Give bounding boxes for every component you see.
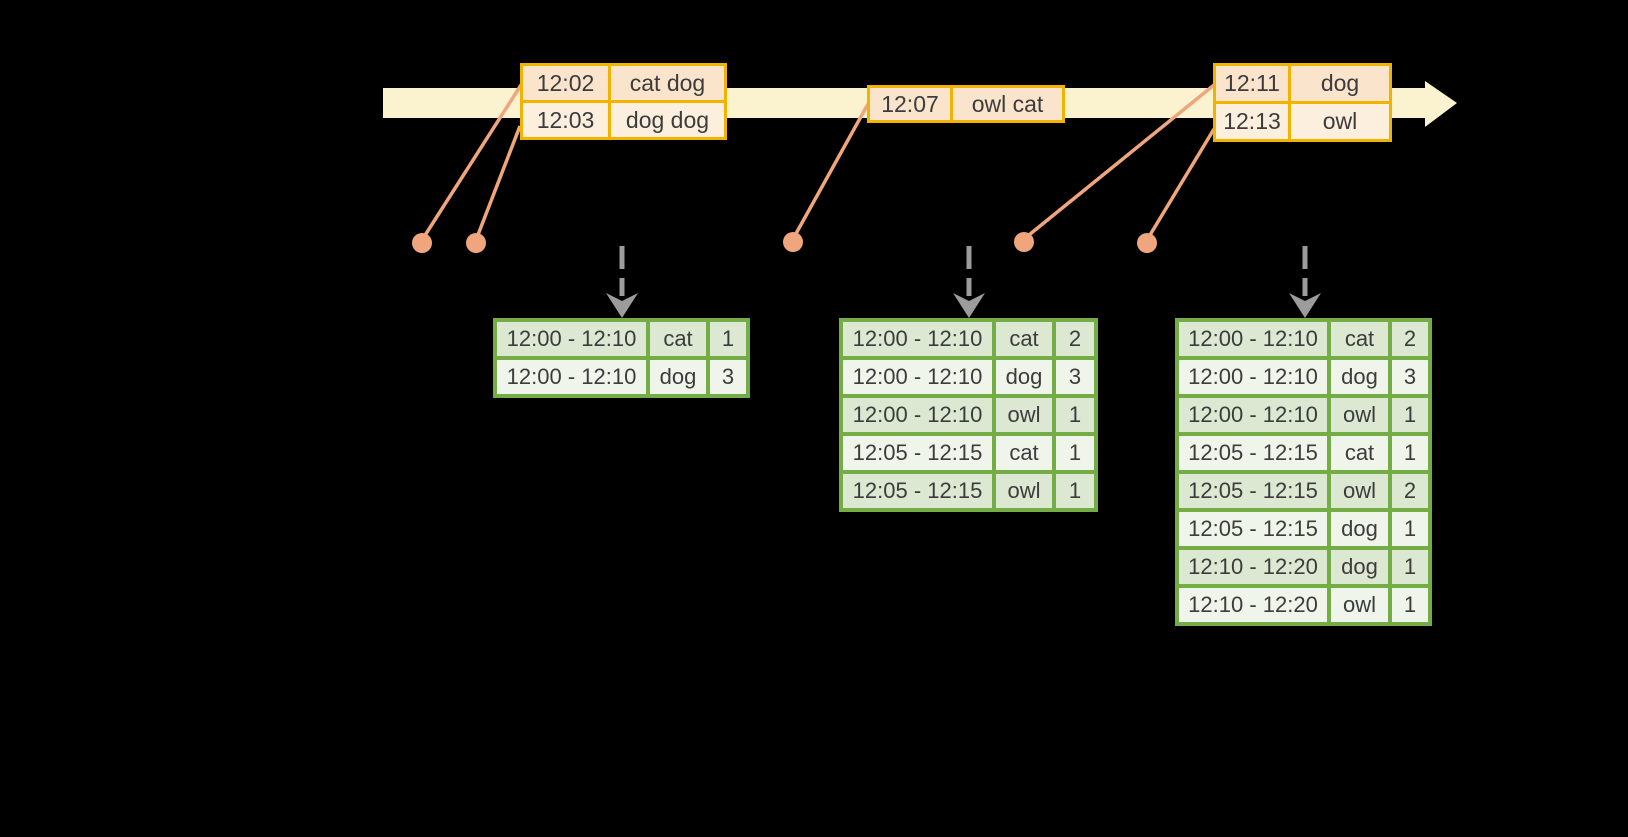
event-connector-line: [791, 103, 870, 240]
event-words-cell: owl cat: [953, 88, 1062, 120]
result-word-cell: cat: [996, 436, 1052, 470]
result-window-cell: 12:05 - 12:15: [1179, 436, 1327, 470]
result-count-cell: 1: [710, 322, 746, 356]
event-time-cell: 12:02: [523, 66, 608, 100]
event-dot-icon: [1137, 233, 1157, 253]
event-dot-icon: [1014, 232, 1034, 252]
result-word-cell: owl: [1331, 588, 1388, 622]
event-time-cell: 12:13: [1216, 104, 1288, 139]
result-window-cell: 12:00 - 12:10: [1179, 322, 1327, 356]
result-word-cell: owl: [996, 474, 1052, 508]
result-window-cell: 12:10 - 12:20: [1179, 550, 1327, 584]
result-word-cell: dog: [1331, 550, 1388, 584]
event-words-cell: dog dog: [611, 103, 724, 137]
event-connector-line: [420, 84, 523, 241]
result-window-cell: 12:00 - 12:10: [497, 360, 646, 394]
event-table-3: 12:11 dog 12:13 owl: [1213, 63, 1392, 142]
result-count-cell: 1: [1392, 398, 1428, 432]
result-word-cell: cat: [996, 322, 1052, 356]
result-window-cell: 12:05 - 12:15: [1179, 474, 1327, 508]
event-time-cell: 12:11: [1216, 66, 1288, 101]
event-words-cell: owl: [1291, 104, 1389, 139]
event-table-2: 12:07 owl cat: [867, 85, 1065, 123]
event-connector-line: [1145, 128, 1216, 241]
result-window-cell: 12:05 - 12:15: [843, 436, 992, 470]
result-word-cell: owl: [996, 398, 1052, 432]
result-table-3: 12:00 - 12:10 cat 2 12:00 - 12:10 dog 3 …: [1175, 318, 1432, 626]
result-count-cell: 2: [1392, 474, 1428, 508]
result-count-cell: 1: [1392, 550, 1428, 584]
result-word-cell: dog: [650, 360, 706, 394]
result-window-cell: 12:00 - 12:10: [497, 322, 646, 356]
result-count-cell: 1: [1056, 474, 1094, 508]
result-window-cell: 12:00 - 12:10: [843, 360, 992, 394]
event-connector-lines: [420, 83, 1216, 241]
result-table-1: 12:00 - 12:10 cat 1 12:00 - 12:10 dog 3: [493, 318, 750, 398]
trigger-arrowhead-icon: [953, 293, 985, 318]
result-count-cell: 1: [1392, 436, 1428, 470]
result-count-cell: 2: [1056, 322, 1094, 356]
trigger-arrowhead-icon: [1289, 293, 1321, 318]
timeline-arrowhead-icon: [1425, 81, 1457, 127]
event-dot-icon: [466, 233, 486, 253]
result-count-cell: 3: [1392, 360, 1428, 394]
result-word-cell: dog: [1331, 360, 1388, 394]
result-count-cell: 1: [1392, 512, 1428, 546]
result-word-cell: cat: [1331, 322, 1388, 356]
result-window-cell: 12:00 - 12:10: [843, 398, 992, 432]
event-dot-icon: [783, 232, 803, 252]
event-dot-icon: [412, 233, 432, 253]
result-window-cell: 12:00 - 12:10: [1179, 360, 1327, 394]
event-time-cell: 12:07: [870, 88, 950, 120]
event-table-1: 12:02 cat dog 12:03 dog dog: [520, 63, 727, 140]
trigger-arrowhead-icon: [606, 293, 638, 318]
result-window-cell: 12:00 - 12:10: [1179, 398, 1327, 432]
result-count-cell: 2: [1392, 322, 1428, 356]
result-count-cell: 1: [1392, 588, 1428, 622]
result-word-cell: dog: [996, 360, 1052, 394]
result-word-cell: owl: [1331, 398, 1388, 432]
event-words-cell: dog: [1291, 66, 1389, 101]
event-connector-line: [474, 125, 522, 241]
result-window-cell: 12:00 - 12:10: [843, 322, 992, 356]
result-count-cell: 1: [1056, 398, 1094, 432]
result-table-2: 12:00 - 12:10 cat 2 12:00 - 12:10 dog 3 …: [839, 318, 1098, 512]
result-count-cell: 3: [710, 360, 746, 394]
result-word-cell: cat: [1331, 436, 1388, 470]
event-dots: [412, 232, 1157, 253]
result-window-cell: 12:05 - 12:15: [843, 474, 992, 508]
trigger-arrows: [606, 246, 1321, 318]
result-word-cell: owl: [1331, 474, 1388, 508]
event-time-cell: 12:03: [523, 103, 608, 137]
result-window-cell: 12:10 - 12:20: [1179, 588, 1327, 622]
result-count-cell: 1: [1056, 436, 1094, 470]
result-window-cell: 12:05 - 12:15: [1179, 512, 1327, 546]
result-count-cell: 3: [1056, 360, 1094, 394]
result-word-cell: cat: [650, 322, 706, 356]
result-word-cell: dog: [1331, 512, 1388, 546]
event-connector-line: [1022, 83, 1216, 241]
event-words-cell: cat dog: [611, 66, 724, 100]
